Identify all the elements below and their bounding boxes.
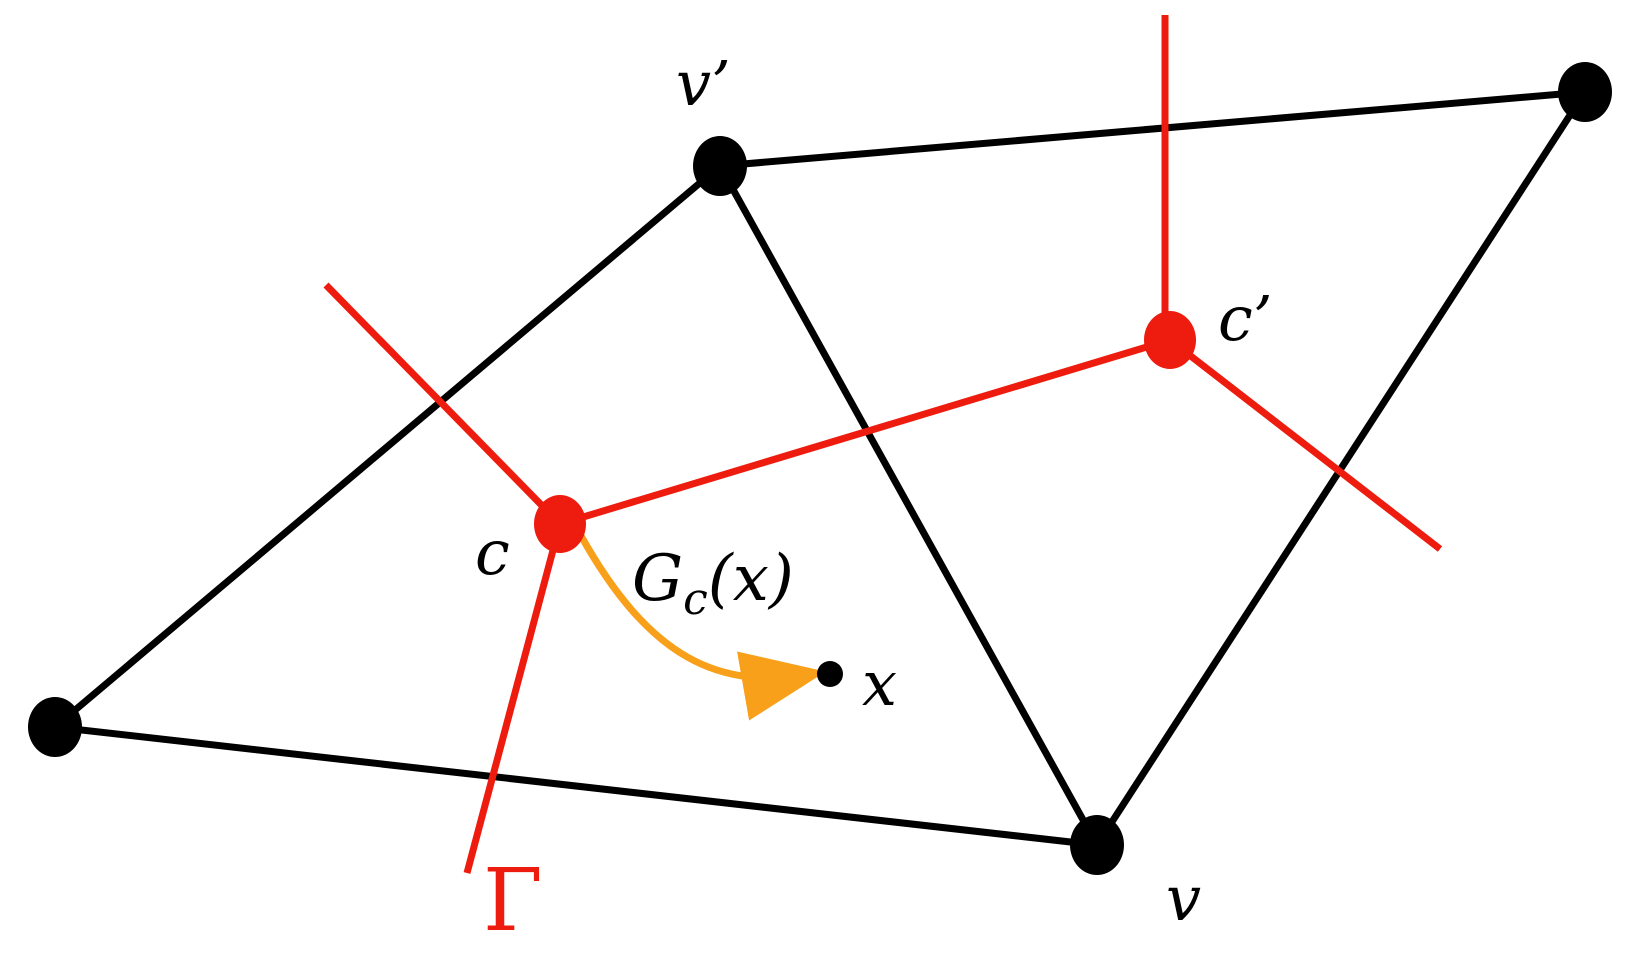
edge-left-vprime — [51, 162, 724, 731]
label-v-prime: v’ — [676, 47, 731, 120]
label-c: c — [475, 516, 510, 589]
label-v: v — [1166, 862, 1201, 935]
dual-edge-downright — [1167, 337, 1443, 552]
label-gamma: Γ — [483, 851, 543, 951]
green-function-arrow — [576, 532, 826, 721]
dual-edge-down — [463, 523, 564, 874]
vertex-top-right — [1558, 62, 1612, 122]
dual-vertex-c — [534, 495, 586, 553]
label-green-sub: c — [683, 574, 708, 625]
dual-edge-c-cprime — [558, 336, 1172, 528]
edge-vprime-topright — [716, 88, 1589, 170]
dual-edge-upleft — [323, 282, 563, 527]
vertex-v-prime — [693, 136, 747, 196]
label-c-prime: c’ — [1218, 282, 1272, 355]
dual-vertex-c-prime — [1144, 311, 1196, 369]
vertex-v — [1070, 815, 1124, 875]
vertex-left — [28, 697, 82, 757]
label-x: x — [862, 647, 897, 720]
label-green-arg: (x) — [708, 542, 794, 616]
dual-graph-gamma — [323, 15, 1443, 874]
label-green-g: G — [632, 542, 683, 616]
triangulation-edges — [51, 88, 1589, 849]
edge-vprime-v — [716, 162, 1101, 849]
edge-left-v — [51, 723, 1101, 849]
label-green-function: Gc(x) — [632, 542, 794, 625]
dual-vertices — [534, 311, 1196, 553]
point-x — [817, 661, 843, 687]
vertices — [28, 62, 1612, 875]
